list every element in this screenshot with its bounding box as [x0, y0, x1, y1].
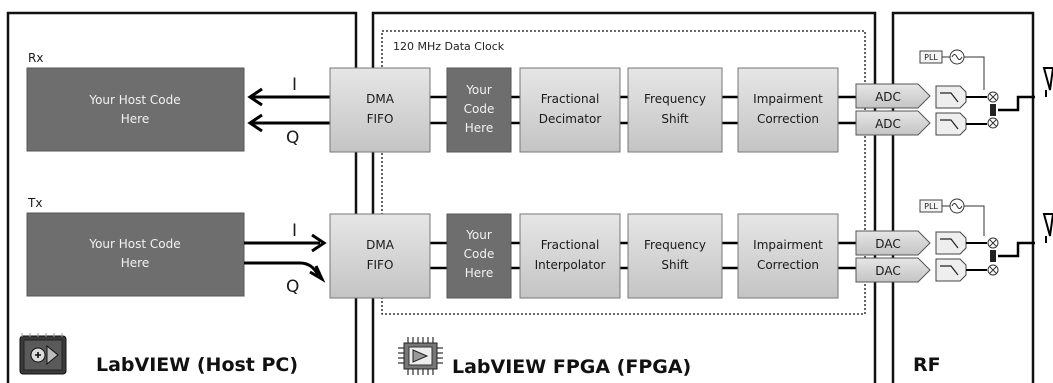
- rx-antenna-feed: [998, 95, 1035, 112]
- rx-dma-line1: DMA: [366, 92, 395, 106]
- tx-your-code-box[interactable]: [446, 213, 512, 299]
- tx-filter-i-icon: [935, 231, 967, 255]
- tx-dma-line2: FIFO: [367, 258, 394, 272]
- tx-dma-fifo-box[interactable]: [329, 213, 431, 299]
- rx-stage3-line2: Correction: [757, 112, 819, 126]
- rf-section-title: RF: [913, 354, 941, 376]
- tx-i-label: I: [292, 221, 297, 241]
- rf-section-frame: [891, 11, 1035, 383]
- fpga-section-title: LabVIEW FPGA (FPGA): [452, 356, 691, 378]
- tx-dma-line1: DMA: [366, 238, 395, 252]
- tx-stage1-line2: Interpolator: [535, 258, 606, 272]
- rx-pll-label: PLL: [924, 53, 938, 62]
- rx-q-label: Q: [286, 128, 299, 148]
- rx-your-code-line3: Here: [465, 121, 493, 135]
- host-section-title: LabVIEW (Host PC): [96, 354, 298, 376]
- rx-label: Rx: [28, 51, 43, 65]
- fpga-section-frame: [371, 11, 877, 383]
- rx-your-code-line2: Code: [464, 102, 495, 116]
- tx-antenna-icon: [1042, 213, 1053, 237]
- rx-i-label: I: [292, 75, 297, 95]
- clock-domain-boundary: [381, 30, 866, 315]
- tx-dac-i-label: DAC: [875, 237, 900, 251]
- labview-host-icon: [19, 333, 67, 375]
- rx-stage3-line1: Impairment: [753, 92, 823, 106]
- rx-adc-q[interactable]: [855, 110, 931, 136]
- tx-q-line: [244, 261, 320, 276]
- tx-stage1-box[interactable]: [519, 213, 621, 299]
- rx-host-code-box[interactable]: [26, 67, 245, 152]
- rx-adc-i[interactable]: [855, 83, 931, 109]
- rx-your-code-box[interactable]: [446, 67, 512, 153]
- rx-i-arrow-icon: [247, 87, 263, 107]
- tx-dac-q[interactable]: [855, 257, 931, 283]
- tx-oscillator-icon: [949, 198, 965, 214]
- tx-stage3-box[interactable]: [737, 213, 839, 299]
- tx-stage1-line1: Fractional: [541, 238, 600, 252]
- rx-filter-i-icon: [935, 85, 967, 109]
- tx-host-code-box[interactable]: [26, 212, 245, 297]
- rx-connections: [430, 95, 856, 125]
- tx-your-code-line2: Code: [464, 247, 495, 261]
- rx-dma-fifo-box[interactable]: [329, 67, 431, 153]
- tx-connections: [430, 241, 856, 270]
- rx-host-code-line1: Your Host Code: [88, 93, 180, 107]
- rx-dma-line2: FIFO: [367, 112, 394, 126]
- rx-antenna-icon: [1042, 67, 1053, 91]
- tx-label: Tx: [27, 196, 42, 210]
- rx-host-code-line2: Here: [121, 112, 149, 126]
- rx-stage3-box[interactable]: [737, 67, 839, 153]
- rx-stage1-box[interactable]: [519, 67, 621, 153]
- rx-filter-q-icon: [935, 112, 967, 136]
- rx-stage1-line1: Fractional: [541, 92, 600, 106]
- tx-stage2-box[interactable]: [627, 213, 723, 299]
- rx-stage1-line2: Decimator: [539, 112, 602, 126]
- tx-mixer-icon: [987, 237, 999, 276]
- rx-stage2-line1: Frequency: [644, 92, 706, 106]
- rx-stage2-line2: Shift: [661, 112, 689, 126]
- rx-oscillator-icon: [949, 49, 965, 65]
- tx-dac-q-label: DAC: [875, 264, 900, 278]
- rx-lo-line: [964, 56, 985, 90]
- rx-adc-i-label: ADC: [875, 90, 901, 104]
- tx-q-arrow-icon: [309, 265, 326, 283]
- fpga-chip-icon: [398, 337, 443, 375]
- tx-pll-label: PLL: [924, 202, 938, 211]
- tx-stage2-line1: Frequency: [644, 238, 706, 252]
- tx-host-code-line2: Here: [121, 256, 149, 270]
- rx-adc-q-label: ADC: [875, 117, 901, 131]
- tx-stage2-line2: Shift: [661, 258, 689, 272]
- host-section-frame: [6, 11, 358, 383]
- tx-i-arrow-icon: [311, 233, 327, 253]
- tx-lo-line: [964, 205, 985, 236]
- tx-stage3-line1: Impairment: [753, 238, 823, 252]
- tx-dac-i[interactable]: [855, 230, 931, 256]
- tx-your-code-line3: Here: [465, 266, 493, 280]
- rx-q-arrow-icon: [247, 113, 263, 133]
- tx-q-label: Q: [286, 277, 299, 297]
- rx-stage2-box[interactable]: [627, 67, 723, 153]
- tx-filter-q-icon: [935, 258, 967, 282]
- tx-antenna-feed: [998, 241, 1035, 258]
- rx-mixer-icon: [987, 91, 999, 129]
- rx-your-code-line1: Your: [465, 83, 492, 97]
- tx-your-code-line1: Your: [465, 228, 492, 242]
- tx-host-code-line1: Your Host Code: [88, 237, 180, 251]
- clock-domain-label: 120 MHz Data Clock: [393, 40, 505, 53]
- tx-stage3-line2: Correction: [757, 258, 819, 272]
